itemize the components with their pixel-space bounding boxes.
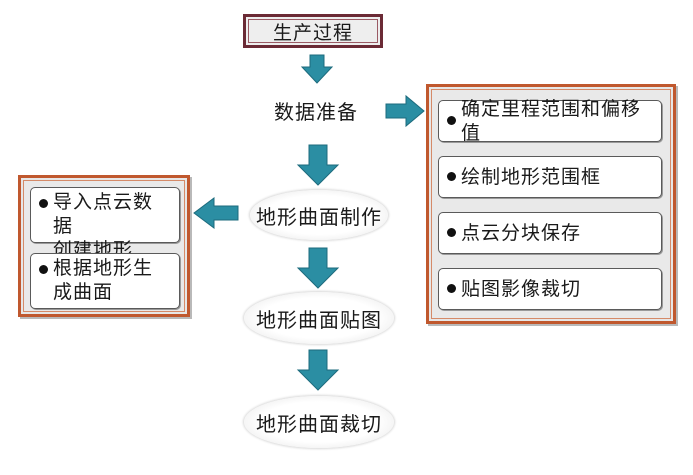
step-surface-texture-label: 地形曲面贴图 bbox=[256, 307, 382, 332]
step-data-prep: 数据准备 bbox=[274, 100, 358, 124]
right-panel-item-label: 贴图影像裁切 bbox=[461, 278, 582, 300]
step-make-surface-label: 地形曲面制作 bbox=[256, 204, 382, 229]
right-panel-inner: 确定里程范围和偏移值 绘制地形范围框 点云分块保存 贴图影像裁切 bbox=[431, 89, 671, 319]
arrow-down-2 bbox=[296, 144, 340, 186]
right-panel-item: 确定里程范围和偏移值 bbox=[438, 98, 662, 144]
title-text: 生产过程 bbox=[272, 21, 353, 44]
left-panel-item-line1: 导入点云数据 bbox=[53, 191, 154, 237]
right-panel-item: 贴图影像裁切 bbox=[438, 268, 662, 310]
right-panel-item: 点云分块保存 bbox=[438, 212, 662, 254]
left-panel-item: 导入点云数据 创建地形 bbox=[30, 187, 180, 261]
right-panel-item-label: 确定里程范围和偏移值 bbox=[461, 98, 642, 144]
step-make-surface: 地形曲面制作 bbox=[250, 190, 388, 240]
title-box-inner-border bbox=[248, 19, 378, 43]
arrow-down-3 bbox=[296, 247, 340, 289]
bullet-icon bbox=[39, 265, 48, 274]
bullet-icon bbox=[447, 172, 456, 181]
title-box: 生产过程 bbox=[243, 14, 383, 48]
step-surface-clip: 地形曲面裁切 bbox=[244, 396, 394, 448]
arrow-down-4 bbox=[296, 349, 340, 391]
arrow-right bbox=[385, 94, 425, 128]
bullet-icon bbox=[447, 116, 456, 125]
right-panel-item-label: 绘制地形范围框 bbox=[461, 166, 602, 188]
arrow-left bbox=[193, 197, 239, 229]
left-panel: 导入点云数据 创建地形 根据地形生 成曲面 bbox=[18, 175, 190, 317]
step-surface-texture: 地形曲面贴图 bbox=[244, 292, 394, 344]
arrow-down-1 bbox=[300, 54, 334, 84]
left-panel-item-line2: 成曲面 bbox=[53, 281, 114, 303]
left-panel-item-line1: 根据地形生 bbox=[53, 257, 154, 279]
right-panel-item: 绘制地形范围框 bbox=[438, 156, 662, 198]
left-panel-inner: 导入点云数据 创建地形 根据地形生 成曲面 bbox=[23, 180, 185, 312]
bullet-icon bbox=[447, 284, 456, 293]
right-panel: 确定里程范围和偏移值 绘制地形范围框 点云分块保存 贴图影像裁切 bbox=[426, 84, 676, 324]
bullet-icon bbox=[447, 228, 456, 237]
right-panel-item-label: 点云分块保存 bbox=[461, 222, 582, 244]
step-surface-clip-label: 地形曲面裁切 bbox=[256, 411, 382, 436]
left-panel-item: 根据地形生 成曲面 bbox=[30, 253, 180, 309]
bullet-icon bbox=[39, 199, 48, 208]
